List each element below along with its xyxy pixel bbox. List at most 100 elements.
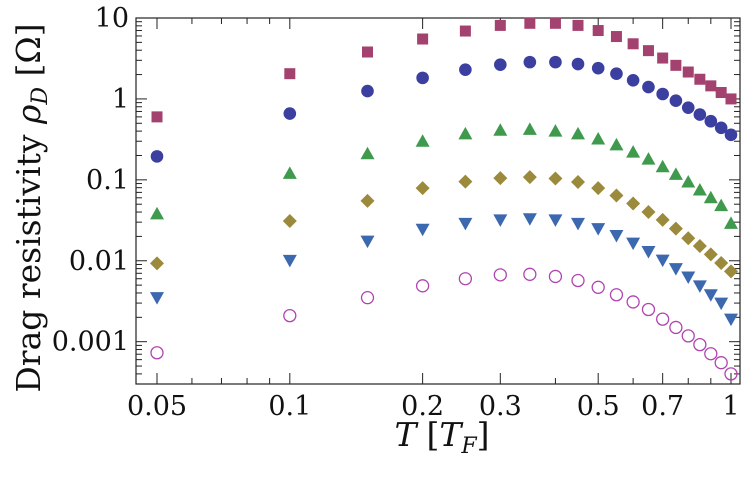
data-point bbox=[360, 193, 375, 208]
data-point bbox=[626, 73, 640, 87]
data-point bbox=[459, 25, 471, 37]
data-point bbox=[571, 273, 585, 288]
data-point bbox=[522, 122, 537, 135]
plot-frame bbox=[135, 17, 741, 385]
data-point bbox=[494, 19, 506, 31]
data-point bbox=[626, 196, 641, 211]
data-point bbox=[416, 71, 429, 85]
series-triangle-up bbox=[150, 122, 738, 229]
data-point bbox=[549, 55, 562, 69]
data-point bbox=[703, 289, 718, 302]
series-diamond bbox=[150, 170, 738, 279]
data-point bbox=[681, 101, 695, 114]
data-point bbox=[681, 231, 696, 246]
data-point bbox=[642, 80, 655, 94]
data-point bbox=[670, 59, 682, 71]
data-point bbox=[150, 292, 164, 305]
data-point bbox=[415, 279, 430, 293]
data-point bbox=[704, 114, 718, 128]
data-point bbox=[548, 214, 563, 227]
data-point bbox=[642, 45, 654, 57]
data-point bbox=[641, 246, 656, 259]
data-point bbox=[282, 254, 297, 268]
data-point bbox=[724, 367, 738, 381]
x-tick-label: 0.7 bbox=[641, 391, 684, 422]
data-point bbox=[571, 217, 586, 231]
x-axis-title: T[TF] bbox=[394, 415, 489, 459]
data-point bbox=[493, 171, 508, 186]
data-point bbox=[668, 263, 683, 276]
data-point bbox=[458, 217, 473, 231]
data-point bbox=[724, 313, 738, 327]
data-point bbox=[494, 58, 507, 71]
data-point bbox=[714, 356, 728, 370]
data-point bbox=[609, 230, 624, 243]
plot-border bbox=[135, 17, 741, 385]
data-point bbox=[626, 237, 641, 251]
data-point bbox=[714, 255, 729, 270]
data-point bbox=[523, 55, 537, 69]
x-tick-label: 0.1 bbox=[268, 391, 311, 422]
data-point bbox=[656, 87, 669, 101]
data-point bbox=[693, 108, 707, 121]
data-point bbox=[724, 264, 738, 279]
data-point bbox=[150, 256, 164, 271]
y-tick-label: 10 bbox=[95, 3, 129, 34]
data-point bbox=[548, 124, 563, 137]
series-square bbox=[151, 17, 737, 123]
data-point bbox=[283, 107, 297, 120]
data-point bbox=[714, 198, 729, 212]
data-point bbox=[657, 52, 669, 64]
data-point bbox=[360, 291, 375, 305]
x-tick-label: 0.3 bbox=[479, 391, 522, 422]
data-point bbox=[681, 271, 696, 285]
data-point bbox=[548, 171, 563, 186]
data-point bbox=[693, 337, 707, 352]
data-point bbox=[641, 152, 656, 165]
data-point bbox=[692, 239, 707, 254]
data-point bbox=[627, 38, 639, 50]
data-point bbox=[458, 126, 473, 140]
data-point bbox=[549, 17, 561, 29]
data-point bbox=[725, 93, 737, 105]
x-tick-label: 0.5 bbox=[577, 391, 620, 422]
data-point bbox=[282, 166, 297, 179]
data-point bbox=[655, 212, 670, 227]
data-markers bbox=[150, 17, 738, 381]
data-point bbox=[360, 235, 375, 249]
data-point bbox=[361, 84, 374, 98]
data-point bbox=[591, 223, 606, 236]
data-point bbox=[692, 280, 707, 293]
data-point bbox=[493, 123, 508, 136]
data-point bbox=[626, 145, 641, 158]
data-point bbox=[151, 111, 163, 123]
data-point bbox=[703, 247, 718, 262]
y-tick-label: 0.1 bbox=[86, 165, 129, 196]
data-point bbox=[610, 31, 622, 43]
data-point bbox=[591, 181, 606, 196]
data-point bbox=[609, 137, 624, 151]
data-point bbox=[523, 267, 537, 281]
data-point bbox=[609, 288, 624, 302]
data-point bbox=[571, 175, 586, 190]
y-tick-label: 0.001 bbox=[52, 327, 129, 358]
data-point bbox=[572, 19, 584, 31]
data-point bbox=[682, 66, 694, 78]
data-point bbox=[668, 221, 683, 236]
data-point bbox=[669, 320, 683, 335]
data-point bbox=[655, 159, 670, 173]
data-point bbox=[694, 73, 706, 85]
series-open-circle bbox=[150, 267, 738, 381]
data-point bbox=[415, 134, 430, 147]
data-point bbox=[415, 223, 430, 237]
data-point bbox=[704, 347, 718, 361]
y-tick-label: 0.01 bbox=[69, 246, 129, 277]
data-point bbox=[703, 190, 718, 204]
data-point bbox=[150, 206, 164, 220]
data-point bbox=[668, 167, 683, 180]
data-point bbox=[362, 46, 374, 58]
data-point bbox=[150, 346, 164, 360]
data-point bbox=[459, 63, 472, 76]
x-tick-label: 0.2 bbox=[401, 391, 444, 422]
